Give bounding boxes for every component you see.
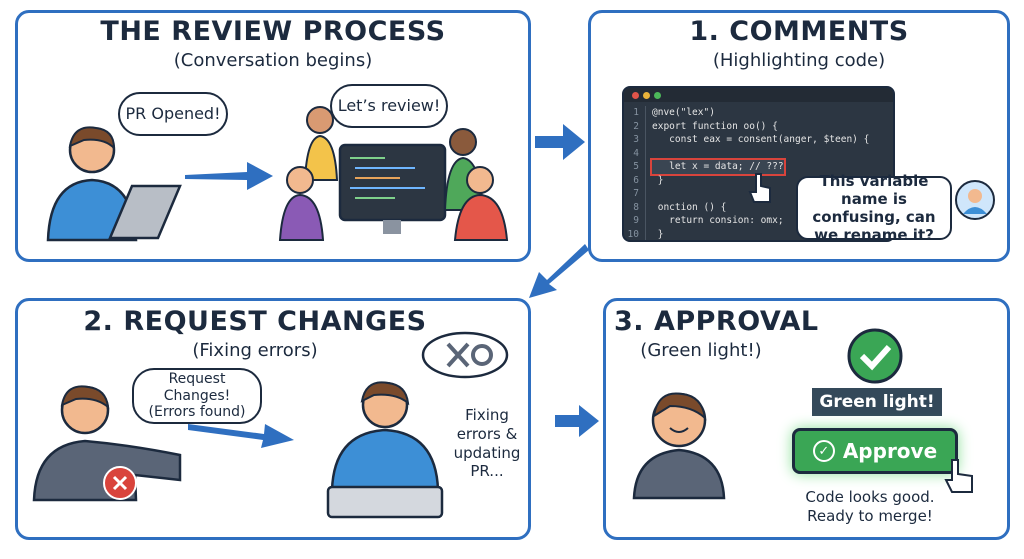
approve-button-label: Approve [842,439,938,463]
line-number: 1 [624,106,646,120]
panel-title: THE REVIEW PROCESS [100,16,446,47]
check-circle-icon: ✓ [812,440,835,462]
code-line: 3 const eax = consent(anger, $teen) { [624,133,893,147]
panel-title: 1. COMMENTS [689,16,909,47]
window-controls [624,88,893,102]
pointer-hand-icon [748,173,771,203]
code-line: 9 return consion: omx; [624,214,893,228]
code-line: 8 onction () { [624,200,893,214]
code-line: 2 export function oo() { [624,119,893,133]
panel-title: 3. APPROVAL [614,306,819,337]
panel-subtitle: (Green light!) [640,340,762,361]
code-line: 7 [624,187,893,201]
panel-title: 2. REQUEST CHANGES [83,306,427,337]
green-light-banner: Green light! [812,388,942,416]
line-number: 9 [624,214,646,228]
speech-bubble: PR Opened! [118,92,228,136]
code-text: @nve("lex") [652,107,715,118]
code-text: onction () { [652,201,727,213]
line-number: 10 [624,227,646,240]
reviewer-thumbs-down-illustration [32,385,182,502]
approve-button[interactable]: ✓ Approve [792,428,958,474]
code-line: 4 [624,146,893,160]
reviewer-avatar [955,180,995,220]
panel-approval [603,298,1010,540]
arrow-icon [529,244,589,298]
pointer-hand-icon [944,459,973,493]
team-monitor-illustration [278,106,509,241]
code-line: 5 let x = data; // ??? [624,158,893,176]
line-number: 5 [624,160,646,174]
line-number: 8 [624,200,646,214]
code-text: export function oo() { [652,120,778,132]
check-circle-icon [847,328,903,384]
fixing-errors-text: Fixing errors & updating PR... [453,406,521,481]
speech-bubble: Request Changes! (Errors found) [132,368,262,424]
line-number: 2 [624,119,646,133]
code-line: 1 @nve("lex") [624,106,893,120]
approval-caption: Code looks good. Ready to merge! [805,488,935,525]
tools-thought-icon [421,331,509,379]
code-line: 10 } [624,227,893,240]
panel-subtitle: (Conversation begins) [173,50,373,71]
arrow-icon [535,124,585,160]
panel-subtitle: (Highlighting code) [712,50,886,71]
line-number: 4 [624,146,646,160]
speech-bubble: Let’s review! [330,84,448,128]
arrow-icon [185,162,273,190]
panel-subtitle: (Fixing errors) [192,340,318,361]
code-text: let x = data; // ??? [650,158,786,176]
arrow-icon [555,405,599,437]
line-number: 6 [624,173,646,187]
line-number: 3 [624,133,646,147]
arrow-icon [188,424,294,448]
code-line: 6 } [624,173,893,187]
developer-keyboard-illustration [326,381,444,519]
developer-laptop-illustration [46,126,182,242]
line-number: 7 [624,187,646,201]
code-text: return consion: omx; [652,215,784,226]
code-text: } [652,174,664,186]
code-text: } [652,228,664,240]
approver-avatar-illustration [632,392,726,500]
comment-bubble: This variable name is confusing, can we … [796,172,952,244]
code-text: const eax = consent(anger, $teen) { [652,134,870,145]
